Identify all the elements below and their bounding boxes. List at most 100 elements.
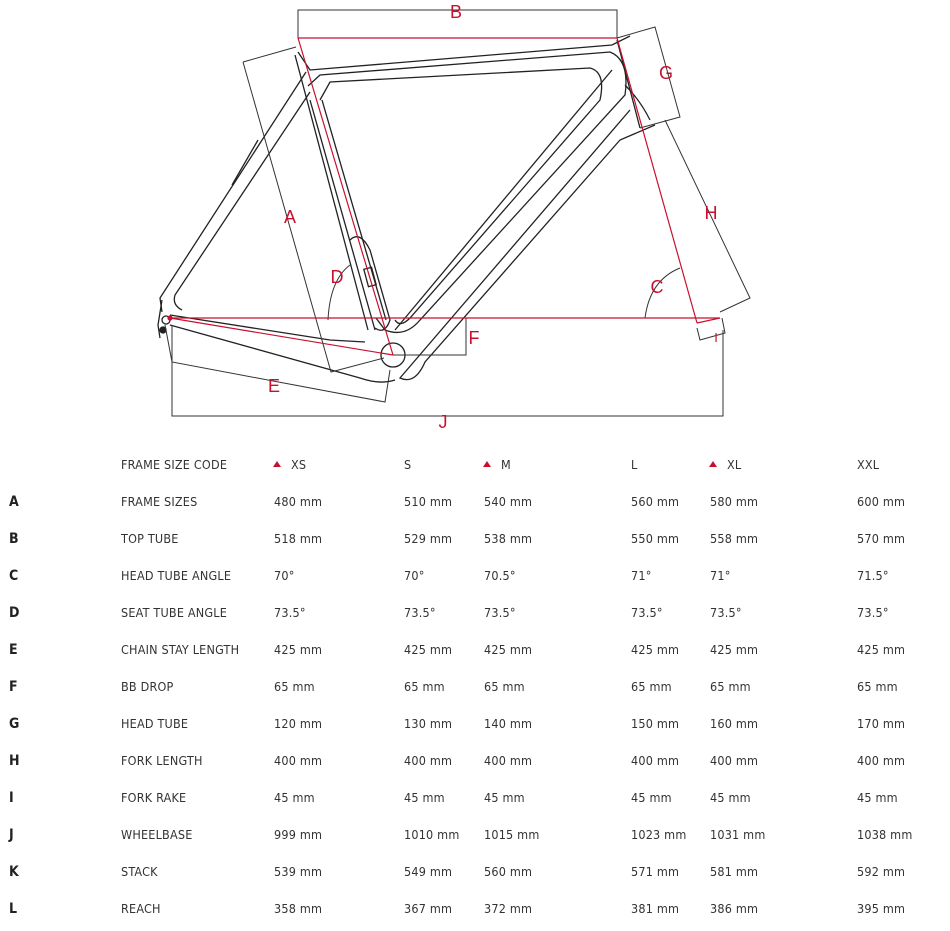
size-header-xs[interactable]: XS xyxy=(273,457,306,472)
table-row: E CHAIN STAY LENGTH 425 mm 425 mm 425 mm 425 … xyxy=(0,642,950,672)
row-value: 70° xyxy=(404,568,425,583)
row-name: HEAD TUBE xyxy=(121,716,189,731)
marker-triangle-icon xyxy=(709,461,717,467)
header-label: FRAME SIZE CODE xyxy=(121,457,228,472)
label-d: D xyxy=(331,267,344,287)
row-value: 71.5° xyxy=(857,568,889,583)
row-value: 425 mm xyxy=(404,642,453,657)
row-letter: H xyxy=(9,753,20,769)
row-value: 571 mm xyxy=(631,864,680,879)
row-value: 560 mm xyxy=(484,864,533,879)
row-value: 73.5° xyxy=(484,605,516,620)
row-value: 45 mm xyxy=(710,790,751,805)
row-value: 45 mm xyxy=(857,790,898,805)
row-letter: E xyxy=(9,642,18,658)
row-value: 538 mm xyxy=(484,531,533,546)
row-value: 560 mm xyxy=(631,494,680,509)
row-value: 65 mm xyxy=(857,679,898,694)
row-value: 400 mm xyxy=(484,753,533,768)
row-value: 999 mm xyxy=(274,827,323,842)
size-header-xxl[interactable]: XXL xyxy=(857,457,880,472)
row-value: 71° xyxy=(631,568,652,583)
size-header-s[interactable]: S xyxy=(404,457,412,472)
row-value: 140 mm xyxy=(484,716,533,731)
table-header-row: FRAME SIZE CODE XS S M L XL XXL xyxy=(0,457,950,487)
label-g: G xyxy=(659,63,673,83)
row-value: 425 mm xyxy=(484,642,533,657)
label-a: A xyxy=(284,207,296,227)
row-value: 510 mm xyxy=(404,494,453,509)
row-value: 372 mm xyxy=(484,901,533,916)
row-value: 1031 mm xyxy=(710,827,766,842)
row-letter: I xyxy=(9,790,14,806)
row-value: 160 mm xyxy=(710,716,759,731)
label-e: E xyxy=(268,376,280,396)
row-value: 73.5° xyxy=(857,605,889,620)
row-value: 45 mm xyxy=(274,790,315,805)
row-letter: J xyxy=(9,827,14,843)
row-value: 358 mm xyxy=(274,901,323,916)
row-name: BB DROP xyxy=(121,679,174,694)
row-letter: G xyxy=(9,716,20,732)
row-value: 539 mm xyxy=(274,864,323,879)
row-value: 400 mm xyxy=(274,753,323,768)
size-header-xl[interactable]: XL xyxy=(709,457,741,472)
row-name: WHEELBASE xyxy=(121,827,193,842)
row-value: 1010 mm xyxy=(404,827,460,842)
row-value: 45 mm xyxy=(631,790,672,805)
row-value: 400 mm xyxy=(857,753,906,768)
row-value: 1015 mm xyxy=(484,827,540,842)
row-value: 425 mm xyxy=(710,642,759,657)
row-value: 120 mm xyxy=(274,716,323,731)
label-i: I xyxy=(714,330,718,345)
label-f: F xyxy=(469,328,480,348)
row-value: 386 mm xyxy=(710,901,759,916)
row-value: 581 mm xyxy=(710,864,759,879)
label-c: C xyxy=(651,277,664,297)
row-value: 400 mm xyxy=(404,753,453,768)
row-value: 73.5° xyxy=(404,605,436,620)
size-header-l[interactable]: L xyxy=(631,457,638,472)
row-name: FRAME SIZES xyxy=(121,494,198,509)
row-value: 540 mm xyxy=(484,494,533,509)
row-value: 425 mm xyxy=(857,642,906,657)
row-name: TOP TUBE xyxy=(121,531,179,546)
row-value: 400 mm xyxy=(710,753,759,768)
row-value: 73.5° xyxy=(710,605,742,620)
label-j: J xyxy=(439,412,448,432)
row-name: CHAIN STAY LENGTH xyxy=(121,642,240,657)
size-header-m[interactable]: M xyxy=(483,457,511,472)
row-value: 45 mm xyxy=(484,790,525,805)
row-value: 600 mm xyxy=(857,494,906,509)
row-letter: K xyxy=(9,864,19,880)
row-value: 65 mm xyxy=(710,679,751,694)
row-letter: L xyxy=(9,901,18,917)
row-value: 529 mm xyxy=(404,531,453,546)
row-letter: F xyxy=(9,679,18,695)
row-value: 395 mm xyxy=(857,901,906,916)
row-letter: D xyxy=(9,605,20,621)
row-value: 400 mm xyxy=(631,753,680,768)
row-value: 150 mm xyxy=(631,716,680,731)
row-value: 65 mm xyxy=(404,679,445,694)
row-value: 70.5° xyxy=(484,568,516,583)
row-value: 549 mm xyxy=(404,864,453,879)
marker-triangle-icon xyxy=(273,461,281,467)
label-h: H xyxy=(705,203,718,223)
row-value: 65 mm xyxy=(484,679,525,694)
row-value: 550 mm xyxy=(631,531,680,546)
row-value: 367 mm xyxy=(404,901,453,916)
row-letter: C xyxy=(9,568,19,584)
row-value: 71° xyxy=(710,568,731,583)
